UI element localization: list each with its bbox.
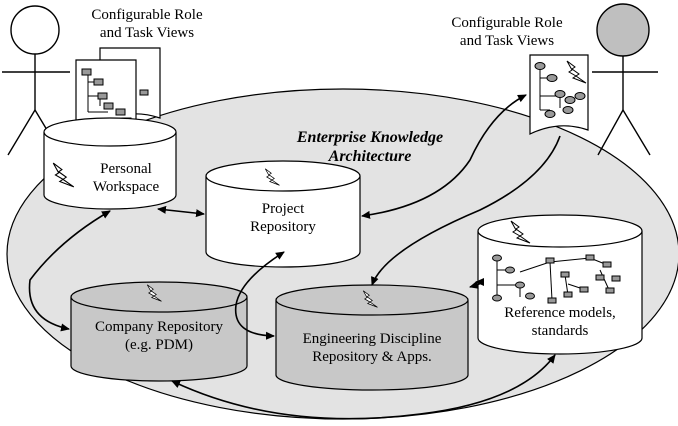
title-line1: Enterprise Knowledge	[296, 129, 444, 146]
right-views-line2: and Task Views	[459, 33, 555, 49]
arrow-workspace-company	[28, 210, 111, 332]
tree-icon	[492, 254, 621, 304]
project-repository-label: Project Repository	[223, 200, 343, 236]
cylinder-icon	[70, 281, 248, 382]
cylinder-icon	[205, 160, 361, 268]
right-views-line1: Configurable Role	[451, 15, 563, 31]
engineering-repository-line2: Repository & Apps.	[312, 349, 432, 365]
personal-workspace-line2: Workspace	[92, 179, 160, 195]
cylinder-icon	[43, 117, 177, 210]
reference-models-label: Reference models, standards	[480, 304, 640, 340]
architecture-title: Enterprise Knowledge Architecture	[270, 128, 470, 166]
stick-figure-icon	[592, 3, 658, 156]
left-views-line1: Configurable Role	[91, 7, 203, 23]
personal-workspace-line1: Personal	[100, 161, 152, 177]
company-repository-label: Company Repository (e.g. PDM)	[74, 318, 244, 354]
arrow-project-rightview	[361, 94, 527, 219]
right-views-label: Configurable Role and Task Views	[432, 14, 582, 50]
project-repository-line2: Repository	[250, 219, 316, 235]
left-views-label: Configurable Role and Task Views	[72, 6, 222, 42]
tree-icon	[534, 62, 586, 118]
personal-workspace-label: Personal Workspace	[76, 160, 176, 196]
arrow-company-reference	[171, 354, 556, 420]
connector-lines	[28, 94, 561, 420]
reference-models-line1: Reference models,	[504, 305, 616, 321]
engineering-repository-line1: Engineering Discipline	[302, 331, 442, 347]
stick-figure-icon	[2, 5, 70, 156]
company-repository-line2: (e.g. PDM)	[125, 337, 193, 353]
arrow-project-engineering	[234, 251, 285, 340]
arrow-workspace-project	[157, 205, 205, 218]
cylinder-icon	[477, 214, 643, 355]
arrow-engineering-reference	[469, 278, 485, 289]
arrow-rightview-engineering	[371, 135, 561, 286]
project-repository-line1: Project	[261, 201, 305, 217]
left-views-line2: and Task Views	[99, 25, 195, 41]
title-line2: Architecture	[328, 148, 412, 165]
reference-models-line2: standards	[531, 323, 589, 339]
tree-icon	[81, 68, 149, 125]
company-repository-line1: Company Repository	[95, 319, 223, 335]
engineering-repository-label: Engineering Discipline Repository & Apps…	[276, 330, 468, 366]
